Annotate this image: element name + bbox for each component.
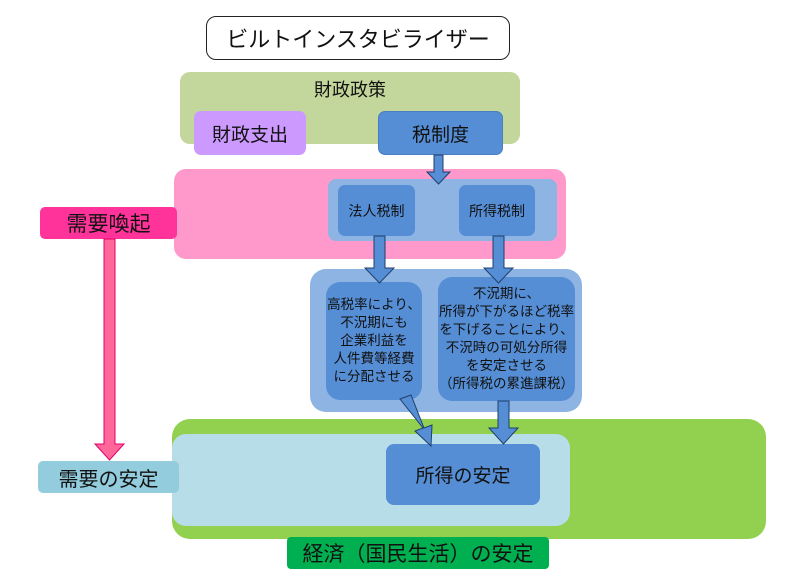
income-effect-line: 所得が下がるほど税率 bbox=[439, 304, 574, 320]
demand-stability-label: 需要の安定 bbox=[38, 461, 179, 493]
corporate-effect-line: 高税率により、 bbox=[327, 297, 421, 313]
tax-system-box: 税制度 bbox=[378, 111, 503, 155]
corporate-effect-line: 不況期にも bbox=[340, 315, 408, 331]
arrow-demand-pink-down bbox=[93, 238, 126, 461]
fiscal-spending-box: 財政支出 bbox=[194, 111, 306, 155]
corporate-effect-line: に分配させる bbox=[333, 369, 415, 385]
income-effect-line: 不況時の可処分所得 bbox=[445, 340, 568, 356]
income-stability-box: 所得の安定 bbox=[386, 444, 540, 505]
income-effect-line: 不況期に、 bbox=[472, 286, 541, 302]
corporate-tax-box: 法人税制 bbox=[338, 185, 415, 236]
income-effect-line: を下げることにより、 bbox=[439, 322, 574, 338]
income-tax-box: 所得税制 bbox=[459, 185, 535, 236]
economy-stability-label: 経済（国民生活）の安定 bbox=[287, 537, 549, 569]
income-effect-line: を安定させる bbox=[466, 358, 547, 374]
diagram-title: ビルトインスタビライザー bbox=[206, 16, 510, 60]
income-tax-effect-box: 不況期に、 所得が下がるほど税率 を下げることにより、 不況時の可処分所得 を安… bbox=[438, 277, 575, 401]
income-effect-line: （所得税の累進課税） bbox=[439, 376, 574, 392]
corporate-effect-line: 企業利益を bbox=[340, 333, 408, 349]
corporate-effect-line: 人件費等経費 bbox=[333, 351, 415, 367]
corporate-tax-effect-box: 高税率により、 不況期にも 企業利益を 人件費等経費 に分配させる bbox=[326, 282, 422, 400]
demand-stimulus-label: 需要喚起 bbox=[40, 207, 177, 239]
fiscal-policy-label: 財政政策 bbox=[314, 80, 386, 101]
